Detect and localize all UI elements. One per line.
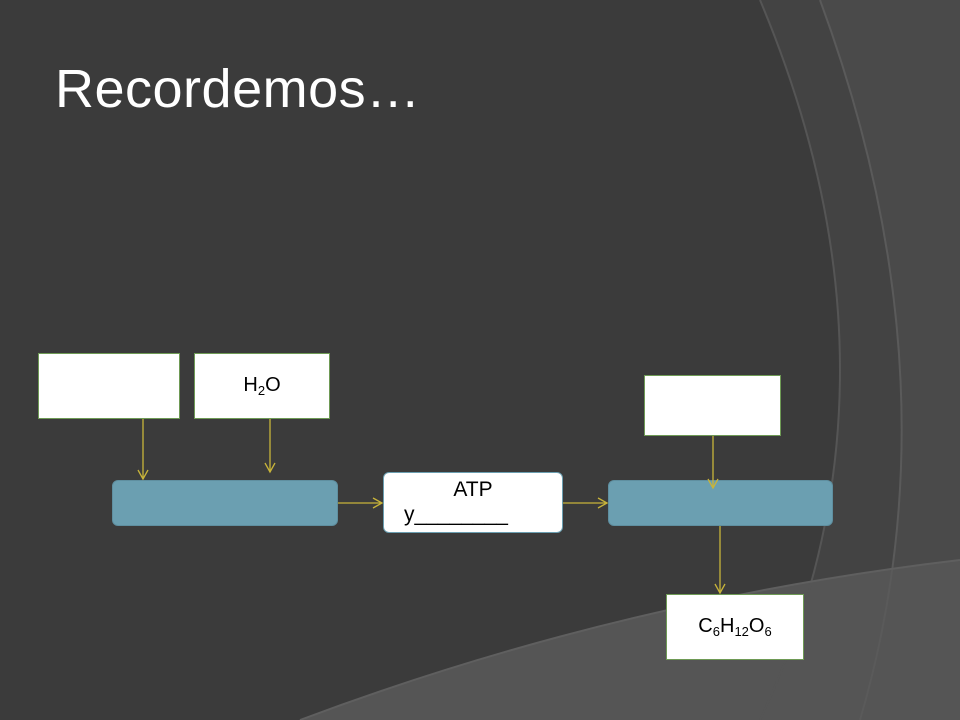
glucose-box: C6H12O6 xyxy=(666,594,804,660)
water-formula: H2O xyxy=(243,374,281,398)
glucose-formula: C6H12O6 xyxy=(698,615,772,639)
blank-input-box-left xyxy=(38,353,180,419)
water-box: H2O xyxy=(194,353,330,419)
products-line-atp: ATP xyxy=(453,478,493,501)
dark-reaction-bar xyxy=(608,480,833,526)
products-line-blank: y________ xyxy=(404,503,508,526)
products-box: ATP y________ xyxy=(383,472,563,533)
page-title: Recordemos… xyxy=(55,59,421,119)
blank-input-box-right xyxy=(644,375,781,436)
light-reaction-bar xyxy=(112,480,338,526)
